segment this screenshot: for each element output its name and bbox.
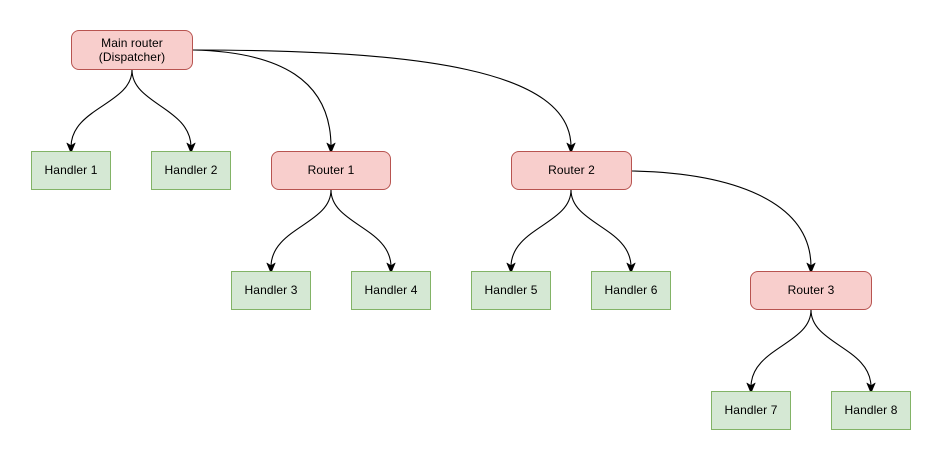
node-label-handler-1: Handler 1 bbox=[44, 163, 98, 178]
edge-line bbox=[631, 170, 812, 268]
node-router-2[interactable]: Router 2 bbox=[511, 151, 632, 190]
edge-line bbox=[192, 49, 332, 148]
node-label-handler-4: Handler 4 bbox=[364, 283, 418, 298]
edge-line bbox=[330, 189, 392, 268]
node-handler-8[interactable]: Handler 8 bbox=[831, 391, 911, 430]
edge-main-to-router-2 bbox=[192, 49, 576, 154]
node-label-handler-3: Handler 3 bbox=[244, 283, 298, 298]
node-handler-2[interactable]: Handler 2 bbox=[151, 151, 231, 190]
node-router-3[interactable]: Router 3 bbox=[750, 271, 872, 310]
node-label-handler-7: Handler 7 bbox=[724, 403, 778, 418]
node-label-router-2: Router 2 bbox=[548, 163, 595, 178]
edge-line bbox=[192, 49, 572, 148]
node-label-handler-6: Handler 6 bbox=[604, 283, 658, 298]
node-handler-1[interactable]: Handler 1 bbox=[31, 151, 111, 190]
edge-line bbox=[270, 189, 332, 268]
node-label-handler-5: Handler 5 bbox=[484, 283, 538, 298]
edge-router-2-to-handler-5 bbox=[506, 189, 572, 274]
edge-line bbox=[810, 309, 872, 388]
edge-line bbox=[570, 189, 632, 268]
node-handler-3[interactable]: Handler 3 bbox=[231, 271, 311, 310]
edge-router-2-to-router-3 bbox=[631, 170, 816, 274]
edge-line bbox=[510, 189, 572, 268]
node-handler-6[interactable]: Handler 6 bbox=[591, 271, 671, 310]
node-label-main-router: Main router (Dispatcher) bbox=[98, 35, 166, 64]
edge-router-3-to-handler-7 bbox=[746, 309, 812, 394]
node-label-router-3: Router 3 bbox=[787, 283, 835, 298]
edge-main-to-handler-2 bbox=[131, 69, 196, 154]
node-router-1[interactable]: Router 1 bbox=[271, 151, 391, 190]
edge-line bbox=[131, 69, 192, 148]
edge-main-to-handler-1 bbox=[66, 69, 133, 154]
node-label-handler-2: Handler 2 bbox=[164, 163, 218, 178]
edge-line bbox=[750, 309, 812, 388]
node-label-router-1: Router 1 bbox=[307, 163, 355, 178]
edge-router-1-to-handler-4 bbox=[330, 189, 396, 274]
edge-router-3-to-handler-8 bbox=[810, 309, 876, 394]
node-main-router[interactable]: Main router (Dispatcher) bbox=[71, 30, 193, 70]
node-label-handler-8: Handler 8 bbox=[844, 403, 898, 418]
node-handler-5[interactable]: Handler 5 bbox=[471, 271, 551, 310]
edge-router-1-to-handler-3 bbox=[266, 189, 332, 274]
node-handler-4[interactable]: Handler 4 bbox=[351, 271, 431, 310]
edge-line bbox=[70, 69, 133, 148]
node-handler-7[interactable]: Handler 7 bbox=[711, 391, 791, 430]
edge-main-to-router-1 bbox=[192, 49, 336, 154]
edge-router-2-to-handler-6 bbox=[570, 189, 636, 274]
